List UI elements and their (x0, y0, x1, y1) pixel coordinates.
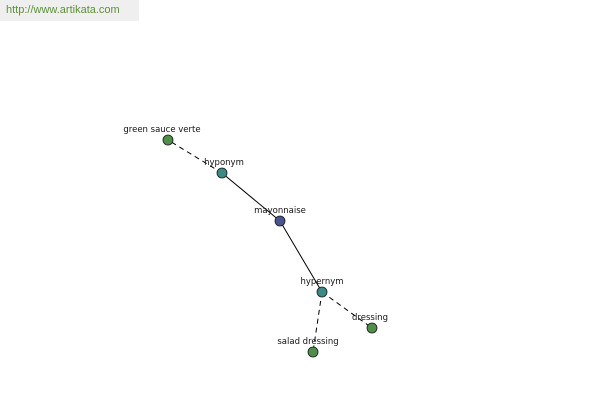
graph-nodes (162, 134, 378, 358)
node-green-sauce-verte[interactable] (162, 134, 174, 146)
label-dressing[interactable]: dressing (352, 313, 388, 323)
node-dressing[interactable] (366, 322, 378, 334)
edge-hypernym-dressing (321, 291, 373, 329)
edge-mayonnaise-hypernym (279, 220, 323, 293)
label-salad-dressing[interactable]: salad dressing (277, 337, 338, 347)
graph-labels: mayonnaise hyponym hypernym green sauce ver… (123, 125, 388, 347)
node-hyponym[interactable] (216, 167, 228, 179)
label-green-sauce-verte[interactable]: green sauce verte (123, 125, 200, 135)
edge-mayonnaise-hyponym (221, 172, 281, 222)
label-hypernym[interactable]: hypernym (300, 277, 343, 287)
node-mayonnaise[interactable] (274, 215, 286, 227)
edge-hyponym-green-sauce-verte (167, 139, 223, 174)
graph-edges (167, 139, 373, 353)
edge-hypernym-salad-dressing (312, 291, 323, 353)
site-url-link[interactable]: http://www.artikata.com (0, 0, 139, 21)
node-hypernym[interactable] (316, 286, 328, 298)
node-salad-dressing[interactable] (307, 346, 319, 358)
label-hyponym[interactable]: hyponym (204, 158, 244, 168)
label-mayonnaise[interactable]: mayonnaise (254, 206, 306, 216)
